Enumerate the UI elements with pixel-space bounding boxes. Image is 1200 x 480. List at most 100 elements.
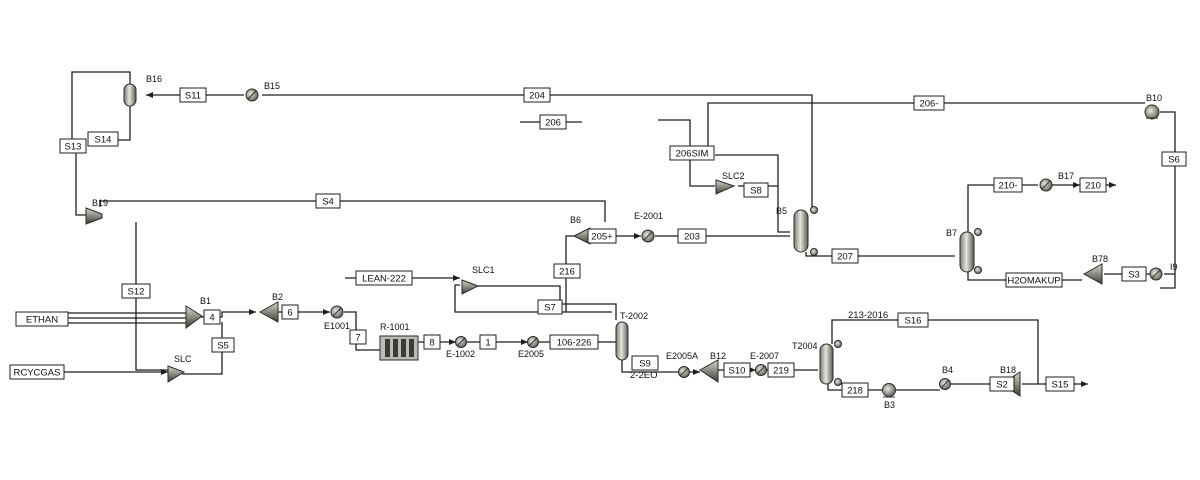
stream-1[interactable]: 1 <box>479 334 497 350</box>
block-labels: B16 B15 B10 B19 B6 E-2001 SLC2 B5 B17 B7… <box>92 74 1178 410</box>
svg-text:H2OMAKUP: H2OMAKUP <box>1007 276 1060 287</box>
stream-s13[interactable]: S13 <box>59 138 87 154</box>
column-b7[interactable] <box>959 228 982 274</box>
compressor-b1[interactable] <box>185 305 203 329</box>
label-slc2: SLC2 <box>722 171 745 181</box>
stream-207[interactable]: 207 <box>831 248 859 264</box>
heater-e1001[interactable] <box>330 305 344 319</box>
heater-e2005a[interactable] <box>678 366 690 378</box>
stream-4[interactable]: 4 <box>203 309 221 325</box>
label-b16: B16 <box>146 74 162 84</box>
label-b2: B2 <box>272 292 283 302</box>
label-b5: B5 <box>776 206 787 216</box>
stream-s15[interactable]: S15 <box>1045 376 1075 392</box>
heater-b4[interactable] <box>939 378 951 390</box>
stream-lean-222[interactable]: LEAN-222 <box>355 270 413 286</box>
stream-s12[interactable]: S12 <box>121 283 151 299</box>
label-b18: B18 <box>1000 365 1016 375</box>
heater-e2005[interactable] <box>527 336 539 348</box>
column-b5[interactable] <box>793 206 818 256</box>
stream-s2[interactable]: S2 <box>989 376 1015 392</box>
stream-s9[interactable]: S9 <box>631 355 659 371</box>
svg-text:204: 204 <box>529 91 545 102</box>
svg-text:ETHAN: ETHAN <box>26 315 58 326</box>
compressor-b12[interactable] <box>699 359 719 383</box>
stream-210[interactable]: 210 <box>1079 177 1107 193</box>
svg-text:S10: S10 <box>729 366 746 377</box>
stream-216[interactable]: 216 <box>553 263 581 279</box>
stream-s11[interactable]: S11 <box>179 87 207 103</box>
compressor-b2[interactable] <box>258 301 279 323</box>
compressor-b19[interactable] <box>85 207 103 225</box>
label-e2005a: E2005A <box>666 351 698 361</box>
stream-206sim[interactable]: 206SIM <box>669 145 715 161</box>
svg-text:S13: S13 <box>65 142 82 153</box>
svg-text:S5: S5 <box>217 341 229 352</box>
pump-b3[interactable] <box>882 383 896 398</box>
svg-text:LEAN-222: LEAN-222 <box>362 274 406 285</box>
heater-e2001[interactable] <box>641 229 655 243</box>
pump-b10[interactable] <box>1144 104 1160 120</box>
equipment <box>85 83 1163 398</box>
stream-s5[interactable]: S5 <box>211 337 235 353</box>
flash-drum-b16[interactable] <box>123 83 137 107</box>
label-b4: B4 <box>942 365 953 375</box>
stream-7[interactable]: 7 <box>349 329 367 345</box>
stream-206-dash[interactable]: 206- <box>913 95 945 111</box>
svg-text:207: 207 <box>837 252 853 263</box>
svg-text:6: 6 <box>287 308 292 319</box>
label-slc: SLC <box>174 354 192 364</box>
stream-6[interactable]: 6 <box>281 304 299 320</box>
splitter-slc[interactable] <box>167 365 186 383</box>
stream-s4[interactable]: S4 <box>315 193 341 209</box>
stream-2-2eo: 2-2EO <box>630 370 657 381</box>
stream-203[interactable]: 203 <box>677 228 707 244</box>
stream-rcycgas[interactable]: RCYCGAS <box>9 364 65 380</box>
svg-text:S2: S2 <box>996 380 1008 391</box>
stream-210-dash[interactable]: 210- <box>993 177 1023 193</box>
label-b7: B7 <box>946 228 957 238</box>
heat-exchanger-b17[interactable] <box>1039 178 1053 192</box>
svg-text:S4: S4 <box>322 197 334 208</box>
label-r1001: R-1001 <box>380 322 410 332</box>
label-e2001: E-2001 <box>634 211 663 221</box>
label-e2005: E2005 <box>518 349 544 359</box>
stream-8[interactable]: 8 <box>423 334 441 350</box>
reactor-r1001[interactable] <box>379 335 419 361</box>
label-b6: B6 <box>570 215 581 225</box>
stream-106-226[interactable]: 106-226 <box>549 334 599 350</box>
splitter-slc2[interactable] <box>715 179 736 195</box>
stream-206[interactable]: 206 <box>539 114 567 130</box>
label-b19: B19 <box>92 198 108 208</box>
column-t2004[interactable] <box>819 340 842 386</box>
stream-s8[interactable]: S8 <box>743 182 769 198</box>
svg-text:S7: S7 <box>544 303 556 314</box>
stream-s10[interactable]: S10 <box>723 362 751 378</box>
stream-s7[interactable]: S7 <box>537 299 563 315</box>
heat-exchanger-b15[interactable] <box>245 88 259 102</box>
stream-s14[interactable]: S14 <box>87 131 119 147</box>
column-t2002[interactable] <box>615 321 629 361</box>
stream-205[interactable]: 205+ <box>587 228 617 244</box>
heater-e1002[interactable] <box>455 336 467 348</box>
stream-204[interactable]: 204 <box>523 87 551 103</box>
stream-ethan[interactable]: ETHAN <box>15 311 69 327</box>
label-b17: B17 <box>1058 171 1074 181</box>
stream-s3[interactable]: S3 <box>1121 266 1147 282</box>
heater-e2007[interactable] <box>755 364 767 376</box>
stream-lines <box>64 71 1176 391</box>
stream-s16[interactable]: S16 <box>897 312 929 328</box>
svg-text:S11: S11 <box>185 91 201 102</box>
stream-s6[interactable]: S6 <box>1161 151 1187 167</box>
stream-218[interactable]: 218 <box>841 382 869 398</box>
svg-text:206-: 206- <box>919 99 938 110</box>
heat-exchanger-b9[interactable] <box>1149 267 1163 281</box>
stream-h2omakup[interactable]: H2OMAKUP <box>1005 272 1063 288</box>
label-e2007: E-2007 <box>750 351 779 361</box>
splitter-slc1[interactable] <box>461 279 480 295</box>
compressor-b78[interactable] <box>1082 263 1103 285</box>
stream-219[interactable]: 219 <box>767 362 795 378</box>
label-b1: B1 <box>200 296 211 306</box>
svg-text:106-226: 106-226 <box>557 338 592 349</box>
svg-text:S16: S16 <box>905 316 922 327</box>
